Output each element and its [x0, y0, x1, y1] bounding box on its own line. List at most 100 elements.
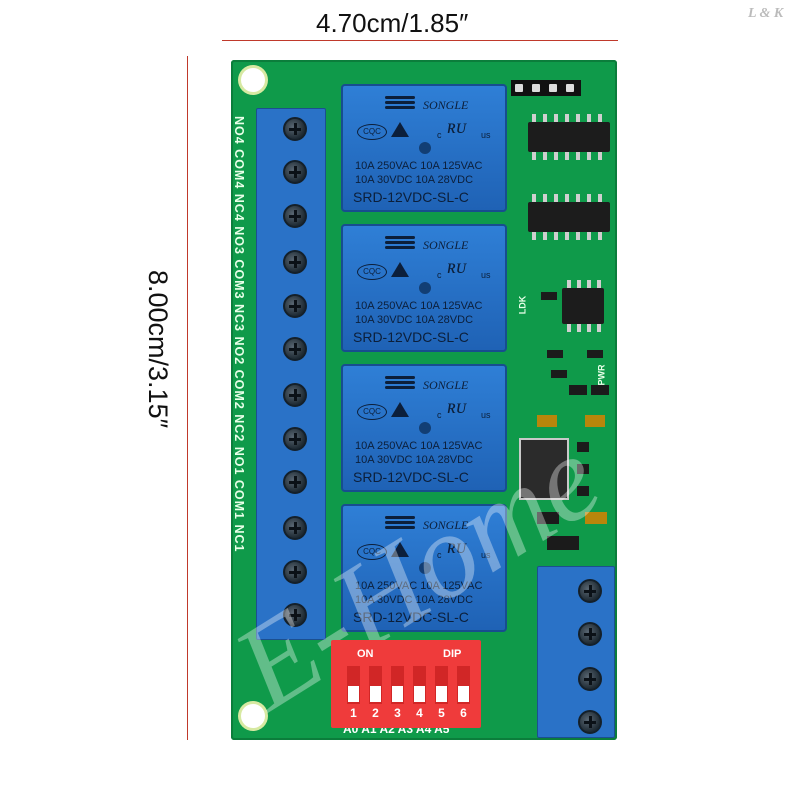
- relay-dot: [419, 562, 431, 574]
- dip-switch-toggle-1[interactable]: [347, 666, 360, 704]
- smd-resistor: [541, 292, 557, 300]
- screw-terminal-icon: [283, 560, 307, 584]
- relay-rating-2: 10A 30VDC 10A 28VDC: [355, 594, 474, 606]
- screw-terminal-icon: [283, 427, 307, 451]
- smd-capacitor: [585, 512, 607, 524]
- screw-terminal-icon: [578, 579, 602, 603]
- screw-terminal-icon: [578, 710, 602, 734]
- relay-model: SRD-12VDC-SL-C: [353, 329, 469, 345]
- height-dimension-line: [187, 56, 188, 740]
- relay-dot: [419, 142, 431, 154]
- screw-terminal-icon: [283, 160, 307, 184]
- relay-rating-1: 10A 250VAC 10A 125VAC: [355, 580, 483, 592]
- warning-triangle-icon: [391, 122, 409, 137]
- screw-terminal-icon: [578, 667, 602, 691]
- voltage-regulator: [519, 438, 569, 500]
- width-dimension-line: [222, 40, 618, 41]
- width-dimension-label: 4.70cm/1.85″: [316, 8, 469, 38]
- ul-us-mark: us: [481, 130, 491, 140]
- relay-rating-1: 10A 250VAC 10A 125VAC: [355, 440, 483, 452]
- relay-model: SRD-12VDC-SL-C: [353, 609, 469, 625]
- screw-terminal-icon: [283, 383, 307, 407]
- relay-brand: SONGLE: [423, 518, 469, 532]
- ul-mark-icon: ʀᴜ: [447, 116, 466, 138]
- power-terminal-block: [537, 566, 615, 738]
- relay-3: SONGLE CQC ʀᴜ c us 10A 250VAC 10A 125VAC…: [341, 364, 507, 492]
- smd-part: [577, 464, 589, 474]
- relay-brand: SONGLE: [423, 378, 469, 392]
- dip-switch[interactable]: ON DIP 1 2 3 4 5 6: [331, 640, 481, 728]
- dip-on-label: ON: [357, 648, 374, 660]
- ul-c-mark: c: [437, 410, 442, 420]
- ldk-label: LDK: [517, 295, 528, 315]
- warning-triangle-icon: [391, 542, 409, 557]
- relay-2: SONGLE CQC ʀᴜ c us 10A 250VAC 10A 125VAC…: [341, 224, 507, 352]
- dip-label: DIP: [443, 648, 462, 660]
- dip-switch-toggle-2[interactable]: [369, 666, 382, 704]
- cqc-mark: CQC: [357, 264, 387, 280]
- smd-capacitor: [585, 415, 605, 427]
- screw-terminal-icon: [283, 204, 307, 228]
- relay-board-pcb: NO4 COM4 NC4 NO3 COM3 NC3 NO2 COM2 NC2 N…: [212, 60, 622, 740]
- ul-c-mark: c: [437, 550, 442, 560]
- relay-rating-2: 10A 30VDC 10A 28VDC: [355, 314, 474, 326]
- ul-c-mark: c: [437, 130, 442, 140]
- ul-mark-icon: ʀᴜ: [447, 536, 466, 558]
- ul-mark-icon: ʀᴜ: [447, 256, 466, 278]
- smd-resistor: [587, 350, 603, 358]
- mounting-hole-icon: [241, 68, 265, 92]
- smd-led: [569, 385, 587, 395]
- relay-brand: SONGLE: [423, 98, 469, 112]
- screw-terminal-icon: [283, 294, 307, 318]
- screw-terminal-icon: [283, 516, 307, 540]
- ul-us-mark: us: [481, 410, 491, 420]
- screw-terminal-icon: [283, 470, 307, 494]
- screw-terminal-icon: [283, 117, 307, 141]
- dip-number: 1: [350, 706, 357, 720]
- relay-logo-icon: [385, 374, 415, 394]
- dip-switch-toggle-6[interactable]: [457, 666, 470, 704]
- smd-diode: [547, 536, 579, 550]
- dip-number: 5: [438, 706, 445, 720]
- smd-led: [591, 385, 609, 395]
- smd-resistor: [551, 370, 567, 378]
- relay-logo-icon: [385, 234, 415, 254]
- smd-part: [577, 442, 589, 452]
- smd-capacitor: [537, 415, 557, 427]
- cqc-mark: CQC: [357, 544, 387, 560]
- screw-terminal-icon: [578, 622, 602, 646]
- relay-rating-1: 10A 250VAC 10A 125VAC: [355, 160, 483, 172]
- relay-dot: [419, 422, 431, 434]
- dip-number: 6: [460, 706, 467, 720]
- dip-number: 2: [372, 706, 379, 720]
- ul-us-mark: us: [481, 550, 491, 560]
- mounting-hole-icon: [241, 704, 265, 728]
- screw-terminal-icon: [283, 250, 307, 274]
- smd-part: [537, 512, 559, 524]
- relay-1: SONGLE CQC ʀᴜ c us 10A 250VAC 10A 125VAC…: [341, 84, 507, 212]
- dip-switch-toggle-5[interactable]: [435, 666, 448, 704]
- smd-resistor: [547, 350, 563, 358]
- cqc-mark: CQC: [357, 124, 387, 140]
- relay-logo-icon: [385, 514, 415, 534]
- dip-number: 3: [394, 706, 401, 720]
- brand-mark: L & K: [748, 6, 784, 21]
- smd-part: [577, 486, 589, 496]
- relay-model: SRD-12VDC-SL-C: [353, 469, 469, 485]
- ul-mark-icon: ʀᴜ: [447, 396, 466, 418]
- relay-4: SONGLE CQC ʀᴜ c us 10A 250VAC 10A 125VAC…: [341, 504, 507, 632]
- screw-terminal-icon: [283, 603, 307, 627]
- relay-dot: [419, 282, 431, 294]
- dip-switch-toggle-4[interactable]: [413, 666, 426, 704]
- dip-switch-toggle-3[interactable]: [391, 666, 404, 704]
- ul-c-mark: c: [437, 270, 442, 280]
- pin-header: [511, 80, 581, 96]
- cqc-mark: CQC: [357, 404, 387, 420]
- relay-logo-icon: [385, 94, 415, 114]
- height-dimension-label: 8.00cm/3.15″: [143, 270, 173, 429]
- ul-us-mark: us: [481, 270, 491, 280]
- ic-chip-2: [528, 194, 610, 240]
- relay-rating-1: 10A 250VAC 10A 125VAC: [355, 300, 483, 312]
- relay-rating-2: 10A 30VDC 10A 28VDC: [355, 454, 474, 466]
- warning-triangle-icon: [391, 402, 409, 417]
